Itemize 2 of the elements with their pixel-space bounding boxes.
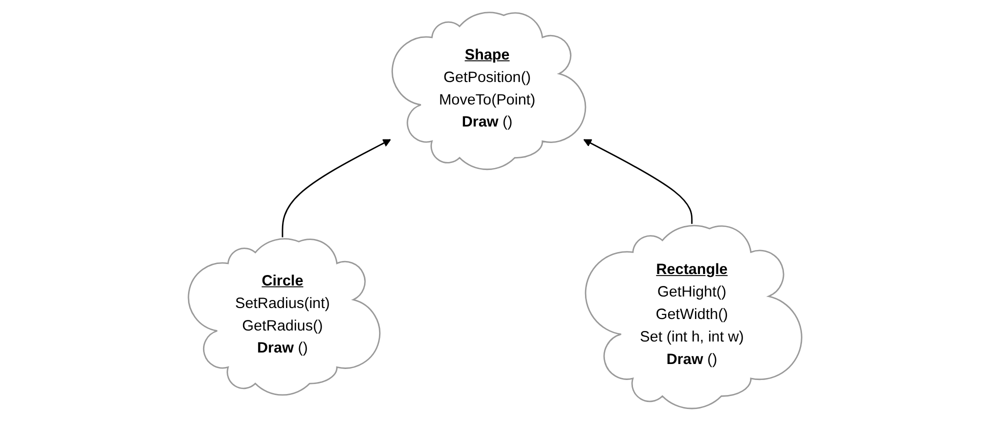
arrow [584,139,693,224]
arrow [282,139,392,238]
